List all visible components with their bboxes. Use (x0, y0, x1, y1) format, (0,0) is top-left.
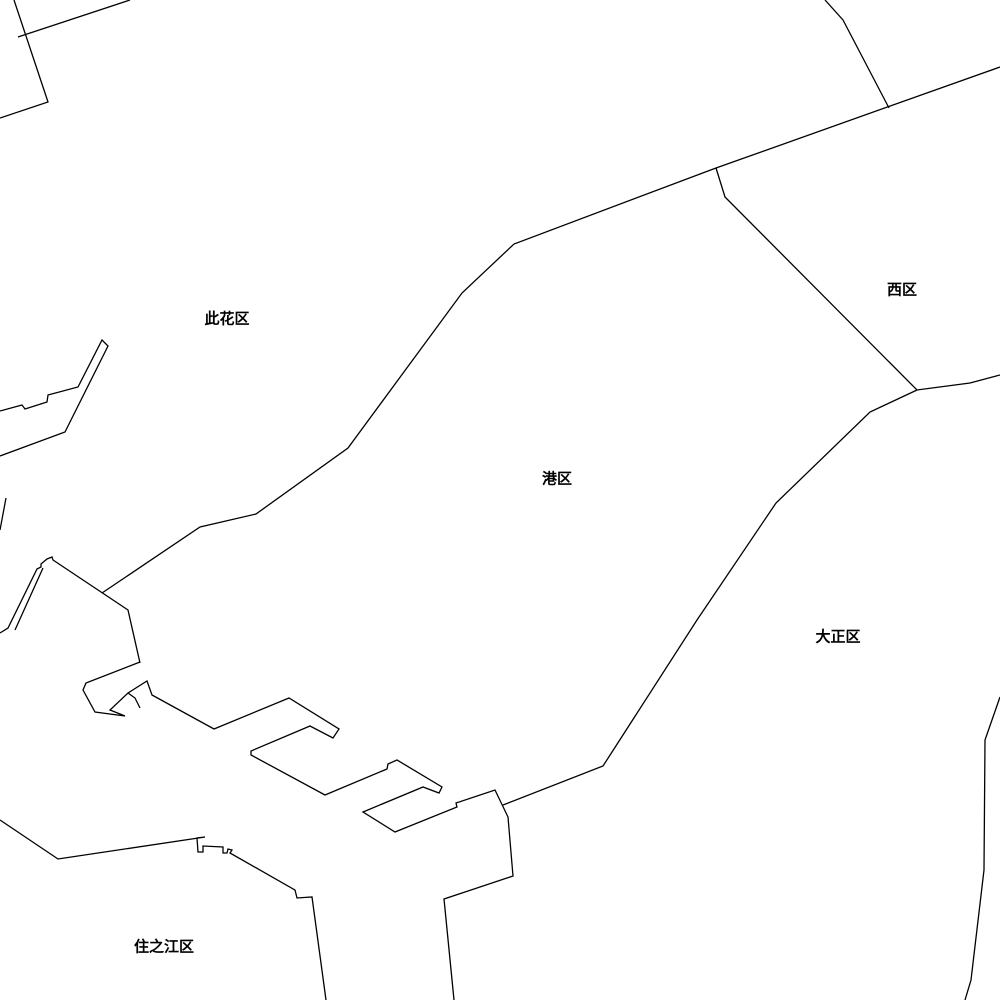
boundary-top-left (0, 0, 49, 119)
coastline-suminoe (0, 819, 327, 1000)
coastline-small-spur (127, 692, 141, 709)
coastline-peninsula-inner (14, 567, 44, 631)
district-label-nishi: 西区 (886, 280, 918, 299)
district-label-konohana: 此花区 (204, 309, 250, 328)
boundary-nishi-minato (715, 167, 1000, 391)
district-label-minato: 港区 (541, 469, 573, 488)
coastline-minato-piers (82, 661, 514, 1000)
coastline-konohana (0, 338, 109, 457)
coastline-peninsula (0, 556, 141, 664)
boundary-minato-taisho (502, 389, 918, 806)
boundary-konohana-minato (101, 66, 1000, 594)
district-label-taisho: 大正区 (815, 627, 861, 646)
boundary-top-left-2 (17, 0, 131, 38)
district-label-suminoe: 住之江区 (133, 937, 195, 956)
boundary-right (964, 696, 1000, 1000)
boundary-top-right (824, 0, 890, 109)
coastline-fragment (0, 497, 7, 531)
